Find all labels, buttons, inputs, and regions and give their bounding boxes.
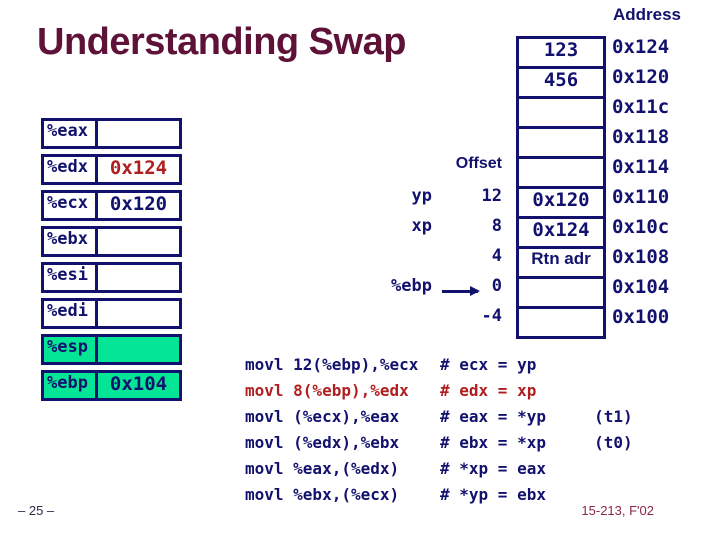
register-name: %esp — [44, 337, 98, 362]
address-column-header: Address — [612, 5, 682, 24]
offset-value: 12 — [481, 186, 502, 206]
address-label: 0x124 — [612, 36, 670, 58]
memory-cell-0x10c: 0x124 — [519, 219, 603, 249]
register-row-ebp: %ebp 0x104 — [41, 370, 182, 401]
register-name: %ebx — [44, 229, 98, 254]
address-label: 0x100 — [612, 306, 670, 328]
offset-row — [330, 96, 502, 126]
register-name: %ecx — [44, 193, 98, 218]
address-label: 0x114 — [612, 156, 670, 178]
assembly-comment: # eax = *yp (t1) — [440, 407, 633, 426]
offset-row: xp 8 — [330, 216, 502, 246]
offset-value: 0 — [491, 276, 502, 296]
assembly-line: movl 8(%ebp),%edx # edx = xp — [245, 378, 633, 404]
register-row-edi: %edi — [41, 298, 182, 329]
address-label: 0x108 — [612, 246, 670, 268]
page-number: – 25 – — [18, 503, 55, 518]
memory-cell-0x110: 0x120 — [519, 189, 603, 219]
assembly-line: movl %eax,(%edx) # *xp = eax — [245, 456, 633, 482]
offset-value: 8 — [491, 216, 502, 236]
assembly-instruction: movl %ebx,(%ecx) — [245, 485, 400, 504]
address-label: 0x104 — [612, 276, 670, 298]
address-column: 0x124 0x120 0x11c 0x118 0x114 0x110 0x10c 0x108… — [612, 36, 669, 336]
assembly-instruction: movl 12(%ebp),%ecx — [245, 355, 419, 374]
memory-cell-0x104 — [519, 279, 603, 309]
register-value: 0x120 — [109, 193, 168, 215]
address-label: 0x110 — [612, 186, 670, 208]
assembly-line: movl (%ecx),%eax # eax = *yp (t1) — [245, 404, 633, 430]
register-value: 0x104 — [109, 373, 168, 395]
ebp-pointer-label: %ebp — [391, 276, 432, 296]
slide-title: Understanding Swap — [37, 21, 406, 63]
assembly-code-block: movl 12(%ebp),%ecx # ecx = yp movl 8(%ebp)… — [245, 352, 633, 508]
address-label: 0x118 — [612, 126, 670, 148]
offset-row — [330, 126, 502, 156]
register-name: %edx — [44, 157, 98, 182]
assembly-instruction: movl (%edx),%ebx — [245, 433, 400, 452]
address-label: 0x10c — [612, 216, 670, 238]
ebp-pointer-arrow-icon — [442, 286, 480, 296]
register-row-esi: %esi — [41, 262, 182, 293]
assembly-comment: # ebx = *xp (t0) — [440, 433, 633, 452]
offset-column: yp 12 xp 8 4 %ebp 0 -4 — [330, 36, 502, 336]
register-row-esp: %esp — [41, 334, 182, 365]
offset-row — [330, 36, 502, 66]
offset-row: yp 12 — [330, 186, 502, 216]
offset-column-header: Offset — [455, 155, 502, 172]
assembly-instruction: movl 8(%ebp),%edx — [245, 381, 409, 400]
memory-cell-0x114 — [519, 159, 603, 189]
register-value — [98, 121, 179, 146]
assembly-instruction: movl (%ecx),%eax — [245, 407, 400, 426]
address-label: 0x11c — [612, 96, 670, 118]
memory-cell-0x118 — [519, 129, 603, 159]
assembly-line: movl 12(%ebp),%ecx # ecx = yp — [245, 352, 633, 378]
memory-cell-0x11c — [519, 99, 603, 129]
course-footer: 15-213, F'02 — [581, 503, 654, 518]
memory-cell-0x120: 456 — [519, 69, 603, 99]
memory-cell-0x124: 123 — [519, 39, 603, 69]
arg-label-yp: yp — [411, 186, 432, 206]
register-row-ecx: %ecx 0x120 — [41, 190, 182, 221]
assembly-comment: # *yp = ebx — [440, 485, 546, 504]
register-value — [98, 337, 179, 362]
assembly-instruction: movl %eax,(%edx) — [245, 459, 400, 478]
register-row-ebx: %ebx — [41, 226, 182, 257]
offset-row: %ebp 0 — [330, 276, 502, 306]
address-label: 0x120 — [612, 66, 670, 88]
register-value — [98, 229, 179, 254]
offset-row — [330, 66, 502, 96]
arg-label-xp: xp — [411, 216, 432, 236]
assembly-line: movl %ebx,(%ecx) # *yp = ebx — [245, 482, 633, 508]
memory-cell-0x100 — [519, 309, 603, 336]
offset-value: -4 — [481, 306, 502, 326]
offset-row — [330, 156, 502, 186]
assembly-comment: # ecx = yp — [440, 355, 537, 374]
assembly-comment: # edx = xp — [440, 381, 537, 400]
assembly-line: movl (%edx),%ebx # ebx = *xp (t0) — [245, 430, 633, 456]
offset-row: -4 — [330, 306, 502, 336]
offset-row: 4 — [330, 246, 502, 276]
register-value: 0x124 — [109, 157, 168, 179]
assembly-comment: # *xp = eax — [440, 459, 546, 478]
register-file: %eax %edx 0x124 %ecx 0x120 %ebx %esi %edi %esp %e… — [41, 118, 182, 406]
memory-cell-0x108: Rtn adr — [519, 249, 603, 279]
register-value — [98, 301, 179, 326]
register-row-eax: %eax — [41, 118, 182, 149]
register-name: %esi — [44, 265, 98, 290]
register-name: %eax — [44, 121, 98, 146]
register-name: %edi — [44, 301, 98, 326]
register-row-edx: %edx 0x124 — [41, 154, 182, 185]
register-name: %ebp — [44, 373, 98, 398]
offset-value: 4 — [491, 246, 502, 266]
register-value — [98, 265, 179, 290]
